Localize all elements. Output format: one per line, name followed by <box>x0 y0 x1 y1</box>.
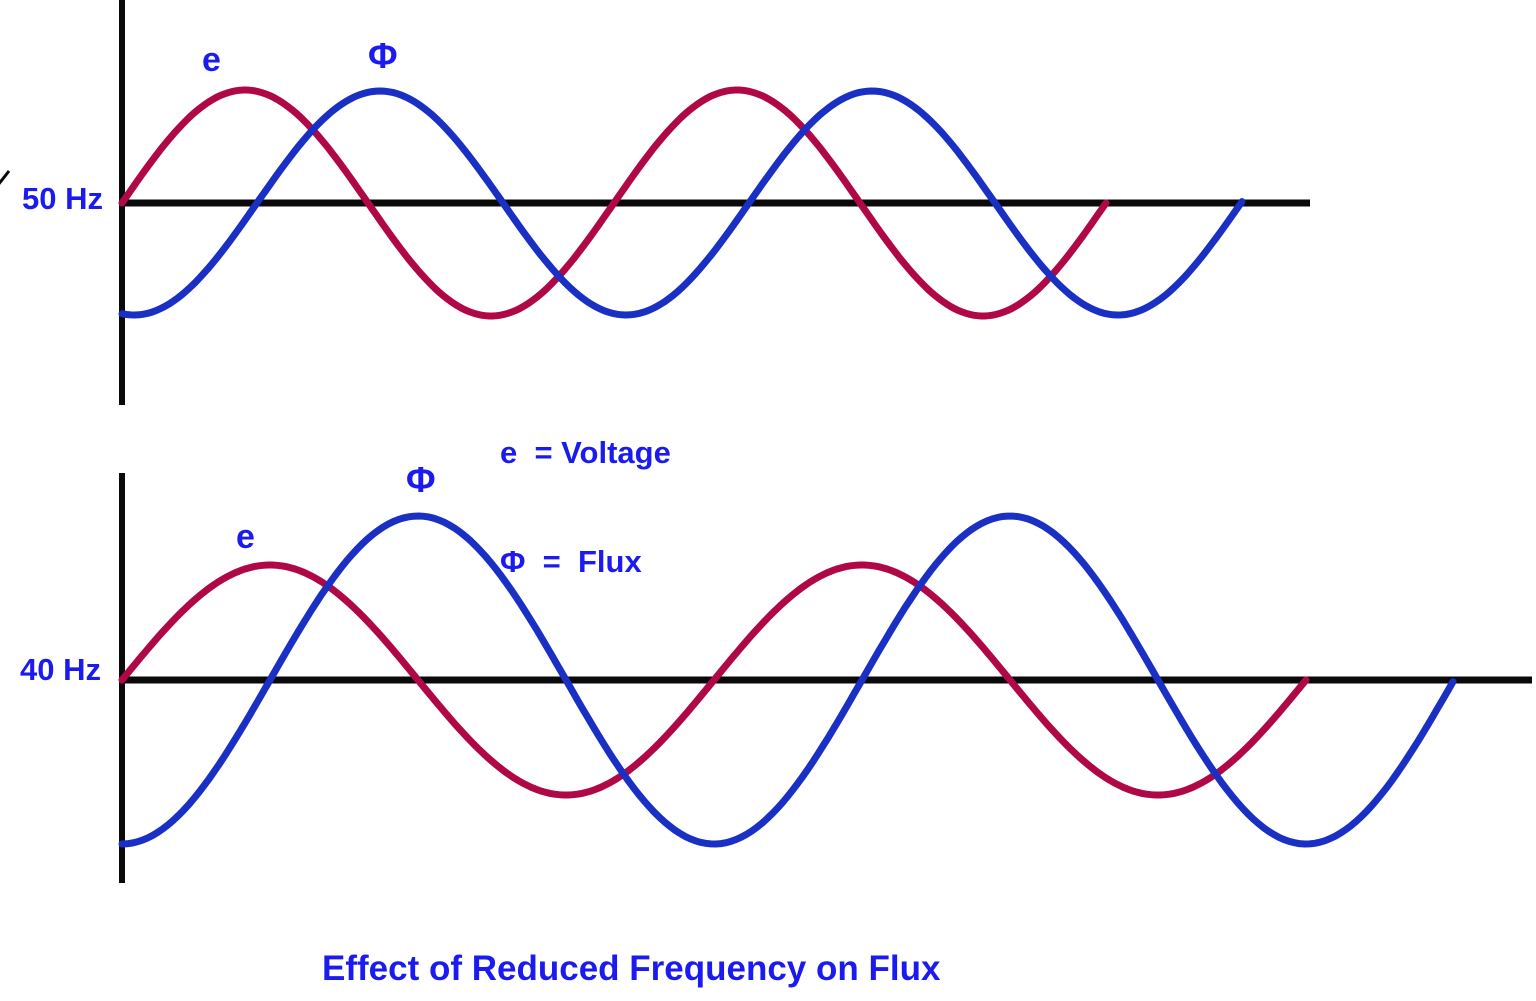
legend: e = Voltage Φ = Flux <box>500 369 671 654</box>
legend-flux-entry: Φ = Flux <box>500 543 642 579</box>
flux-wave-50hz <box>118 87 1246 319</box>
flux-wave-label-50hz: Φ <box>368 35 398 76</box>
frequency-label-40hz: 40 Hz <box>20 652 101 687</box>
flux-wave-40hz <box>118 512 1457 848</box>
voltage-wave-50hz <box>118 86 1110 320</box>
stray-edge-mark <box>0 170 11 185</box>
figure-title: Effect of Reduced Frequency on Flux <box>322 949 941 988</box>
voltage-wave-label-50hz: e <box>202 41 221 79</box>
voltage-wave-label-40hz: e <box>236 518 255 556</box>
voltage-wave-40hz <box>118 561 1310 799</box>
frequency-label-50hz: 50 Hz <box>22 181 103 216</box>
flux-wave-label-40hz: Φ <box>406 459 436 500</box>
legend-voltage-entry: e = Voltage <box>500 434 671 470</box>
